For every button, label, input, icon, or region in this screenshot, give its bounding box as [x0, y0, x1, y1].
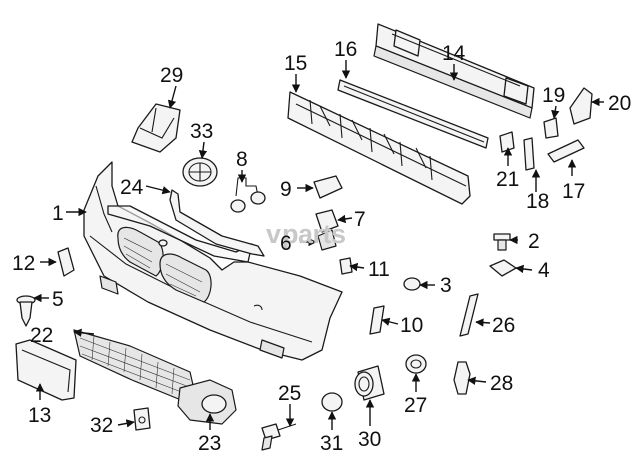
- callout-12: 12: [12, 252, 35, 275]
- part-19-clip: [543, 117, 559, 139]
- callout-22: 22: [30, 324, 53, 347]
- callout-19: 19: [542, 84, 565, 107]
- part-9-cover-cap: [313, 175, 343, 199]
- watermark: v parts: [266, 219, 346, 249]
- callout-30: 30: [358, 428, 381, 451]
- callout-29: 29: [160, 64, 183, 87]
- callout-20: 20: [608, 92, 631, 115]
- part-29-bracket: [131, 103, 181, 153]
- part-26-side-strip: [459, 293, 479, 337]
- part-12-clip: [57, 247, 75, 277]
- part-27-sensor-holder: [405, 354, 427, 374]
- callout-2: 2: [528, 230, 540, 253]
- part-28-side-bracket: [453, 361, 471, 395]
- part-3-grommet: [403, 277, 421, 291]
- callout-21: 21: [496, 168, 519, 191]
- callout-11: 11: [368, 258, 390, 281]
- leader-lines: [33, 60, 604, 430]
- callout-32: 32: [90, 414, 113, 437]
- part-18-bracket: [523, 137, 535, 171]
- part-23-fog-grille: [177, 379, 237, 425]
- callout-4: 4: [538, 259, 550, 282]
- part-8-mount-bracket: [230, 177, 266, 213]
- part-16-impact-strip: [337, 79, 489, 149]
- part-21-clip: [499, 131, 515, 153]
- part-33-emblem: [182, 157, 218, 187]
- callout-5: 5: [52, 288, 64, 311]
- part-5-push-pin: [16, 295, 36, 327]
- callout-27: 27: [404, 394, 427, 417]
- callout-6: 6: [280, 232, 292, 255]
- callout-26: 26: [492, 314, 515, 337]
- callout-15: 15: [284, 52, 307, 75]
- callout-labels: 1 2 3 4 5 6 7 8 9 10 11 12 13 14 15 16 1…: [12, 38, 631, 455]
- callout-3: 3: [440, 274, 452, 297]
- part-2-bolt: [493, 233, 511, 251]
- callout-10: 10: [400, 314, 423, 337]
- part-13-license-bracket: [15, 339, 77, 401]
- callout-18: 18: [526, 190, 549, 213]
- callout-13: 13: [28, 404, 51, 427]
- part-17-foam-block: [547, 139, 585, 163]
- part-1-bumper-cover: [83, 161, 343, 361]
- part-24-trim-strip: [169, 189, 265, 257]
- callout-17: 17: [562, 180, 585, 203]
- part-15-energy-absorber: [287, 91, 471, 205]
- part-11-nut-plate: [339, 257, 353, 275]
- callout-1: 1: [52, 202, 64, 225]
- callout-33: 33: [190, 120, 213, 143]
- callout-28: 28: [490, 372, 513, 395]
- part-30-park-sensor: [354, 365, 385, 401]
- part-31-cap: [321, 392, 343, 412]
- part-25-temp-sensor: [261, 423, 297, 451]
- part-4-nut: [489, 259, 517, 277]
- callout-7: 7: [354, 208, 366, 231]
- callout-16: 16: [334, 38, 357, 61]
- callout-9: 9: [280, 178, 292, 201]
- part-7-tow-hook-cover: [315, 209, 339, 233]
- callout-8: 8: [236, 148, 248, 171]
- callout-25: 25: [278, 382, 301, 405]
- part-32-bracket: [133, 407, 151, 431]
- watermark-text: parts: [282, 219, 346, 249]
- callout-24: 24: [120, 176, 144, 199]
- part-10-bracket: [369, 305, 385, 335]
- part-20-side-bracket: [569, 87, 593, 125]
- part-14-bumper-reinforcement: [373, 23, 535, 119]
- callout-14: 14: [442, 42, 466, 65]
- callout-31: 31: [320, 432, 343, 455]
- callout-23: 23: [198, 432, 221, 455]
- part-22-lower-grille: [73, 329, 197, 403]
- watermark-prefix: v: [266, 219, 281, 249]
- part-6-tow-bracket: [317, 229, 337, 251]
